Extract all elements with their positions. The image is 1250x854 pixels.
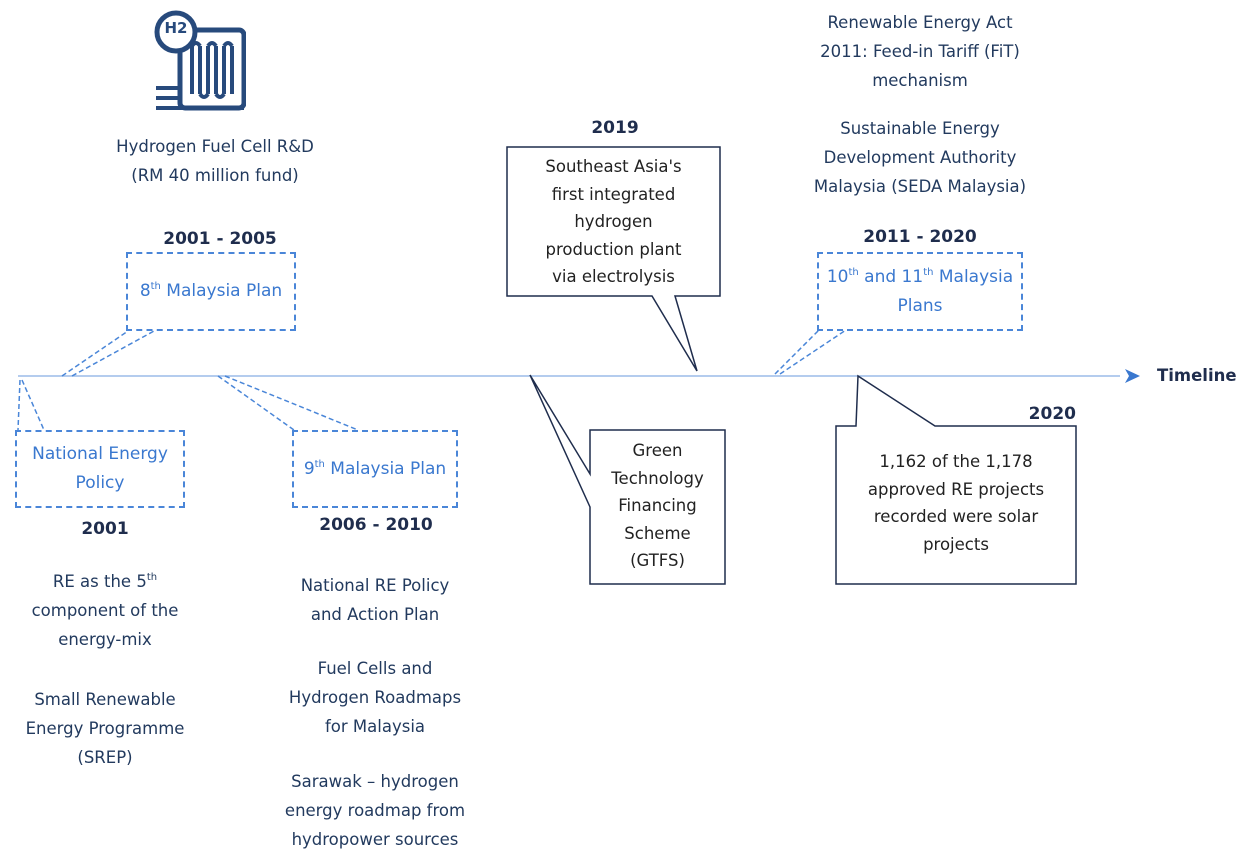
nrep-line2: and Action Plan xyxy=(310,605,440,624)
plan-9th-box: 9th Malaysia Plan xyxy=(292,430,458,508)
c2020-l3: recorded were solar xyxy=(873,507,1039,526)
timeline-label: Timeline xyxy=(1157,366,1237,385)
plan8-sup: th xyxy=(150,281,161,292)
connector-10-11-plans-2 xyxy=(779,329,847,375)
fc-line2: Hydrogen Roadmaps xyxy=(288,688,462,707)
plan9-line2: Plan xyxy=(410,458,447,479)
connector-8th-plan xyxy=(61,330,129,377)
c2020-l1: 1,162 of the 1,178 xyxy=(879,452,1033,471)
re-line1: RE as the 5 xyxy=(52,572,147,591)
rea-line1: Renewable Energy Act xyxy=(827,13,1013,32)
rea-line2: 2011: Feed-in Tariff (FiT) xyxy=(820,42,1020,61)
plan9-sup: th xyxy=(314,458,325,470)
c2019-l3: hydrogen xyxy=(574,212,653,231)
connector-10-11-plans xyxy=(774,329,820,375)
year-2006-2010: 2006 - 2010 xyxy=(319,515,433,535)
seda-text: Sustainable Energy Development Authority… xyxy=(770,114,1070,201)
plan11-num: and 11 xyxy=(858,266,924,287)
hydrogen-rd-line1: Hydrogen Fuel Cell R&D xyxy=(116,137,314,156)
nep-line1: National xyxy=(32,444,103,464)
timeline-arrowhead xyxy=(1125,369,1140,383)
plan10-11-line2: Malaysia Plans xyxy=(897,266,1014,316)
gtfs-l4: Scheme xyxy=(624,523,691,543)
plan11-sup: th xyxy=(923,266,934,278)
srep-line2: Energy Programme xyxy=(25,719,185,738)
rea-line3: mechanism xyxy=(872,71,968,90)
plan9-num: 9 xyxy=(303,458,315,479)
nrep-line1: National RE Policy xyxy=(300,576,450,595)
year-2001-2005: 2001 - 2005 xyxy=(163,229,277,249)
national-energy-policy-box: National Energy Policy xyxy=(15,430,185,508)
connector-9th-plan-2 xyxy=(224,375,359,431)
sarawak-line1: Sarawak – hydrogen xyxy=(291,772,459,791)
re-line2: component of the xyxy=(31,601,179,620)
seda-line1: Sustainable Energy xyxy=(840,119,1000,138)
connector-9th-plan xyxy=(217,375,295,431)
c2019-l1: Southeast Asia's xyxy=(545,157,682,176)
year-2019: 2019 xyxy=(591,118,639,138)
c2020-l2: approved RE projects xyxy=(867,479,1045,499)
connector-nep-2 xyxy=(21,379,45,431)
gtfs-l5: (GTFS) xyxy=(630,551,685,570)
c2019-l2: first integrated xyxy=(551,184,676,204)
c2019-l4: production plant xyxy=(545,239,682,259)
hydrogen-rd-text: Hydrogen Fuel Cell R&D (RM 40 million fu… xyxy=(70,132,360,190)
plan8-num: 8 xyxy=(139,281,151,301)
plan8-rest: Malaysia xyxy=(160,281,241,301)
year-2011-2020: 2011 - 2020 xyxy=(863,227,977,247)
fc-line3: for Malaysia xyxy=(324,717,426,736)
srep-line1: Small Renewable xyxy=(34,690,176,709)
callout-2019-text: Southeast Asia's first integrated hydrog… xyxy=(507,153,720,291)
sarawak-line2: energy roadmap from xyxy=(284,801,466,820)
re-fifth-component-text: RE as the 5th component of the energy-mi… xyxy=(0,567,210,654)
seda-line3: Malaysia (SEDA Malaysia) xyxy=(813,177,1027,196)
h2-label: H2 xyxy=(164,19,188,37)
year-2020: 2020 xyxy=(1028,404,1076,424)
gtfs-l1: Green xyxy=(632,441,683,460)
callout-2019-shape xyxy=(506,146,721,372)
plan10-sup: th xyxy=(848,266,859,278)
renewable-energy-act-text: Renewable Energy Act 2011: Feed-in Tarif… xyxy=(770,8,1070,95)
plan8-line2: Plan xyxy=(246,281,283,301)
connector-nep xyxy=(17,379,21,431)
nep-line2: Energy Policy xyxy=(75,444,168,493)
sarawak-line3: hydropower sources xyxy=(291,830,459,849)
re-line1-sup: th xyxy=(146,572,158,583)
callout-gtfs-text: Green Technology Financing Scheme (GTFS) xyxy=(590,437,725,575)
callout-2020-shape xyxy=(835,374,1077,585)
national-re-policy-text: National RE Policy and Action Plan xyxy=(250,571,500,629)
plan10-num: 10 xyxy=(826,266,849,287)
connector-8th-plan-2 xyxy=(71,330,155,377)
fc-line1: Fuel Cells and xyxy=(317,659,433,678)
plan-10th-11th-box: 10th and 11th Malaysia Plans xyxy=(817,252,1023,331)
re-line3: energy-mix xyxy=(58,630,152,649)
gtfs-l2: Technology xyxy=(611,468,704,488)
year-2001: 2001 xyxy=(81,519,129,539)
callout-2020-text: 1,162 of the 1,178 approved RE projects … xyxy=(836,448,1076,558)
hydrogen-rd-line2: (RM 40 million fund) xyxy=(131,166,299,185)
gtfs-l3: Financing xyxy=(618,496,697,515)
c2020-l4: projects xyxy=(923,534,989,554)
srep-text: Small Renewable Energy Programme (SREP) xyxy=(0,685,210,772)
plan-8th-box: 8th Malaysia Plan xyxy=(126,252,296,331)
seda-line2: Development Authority xyxy=(823,148,1017,167)
c2019-l5: via electrolysis xyxy=(552,267,675,286)
callout-gtfs-shape xyxy=(529,374,726,585)
srep-line3: (SREP) xyxy=(77,748,133,767)
hydrogen-fuel-cell-icon: H2 xyxy=(150,10,247,120)
sarawak-roadmap-text: Sarawak – hydrogen energy roadmap from h… xyxy=(250,767,500,854)
fuel-cells-roadmaps-text: Fuel Cells and Hydrogen Roadmaps for Mal… xyxy=(250,654,500,741)
plan9-rest: Malaysia xyxy=(324,458,405,479)
